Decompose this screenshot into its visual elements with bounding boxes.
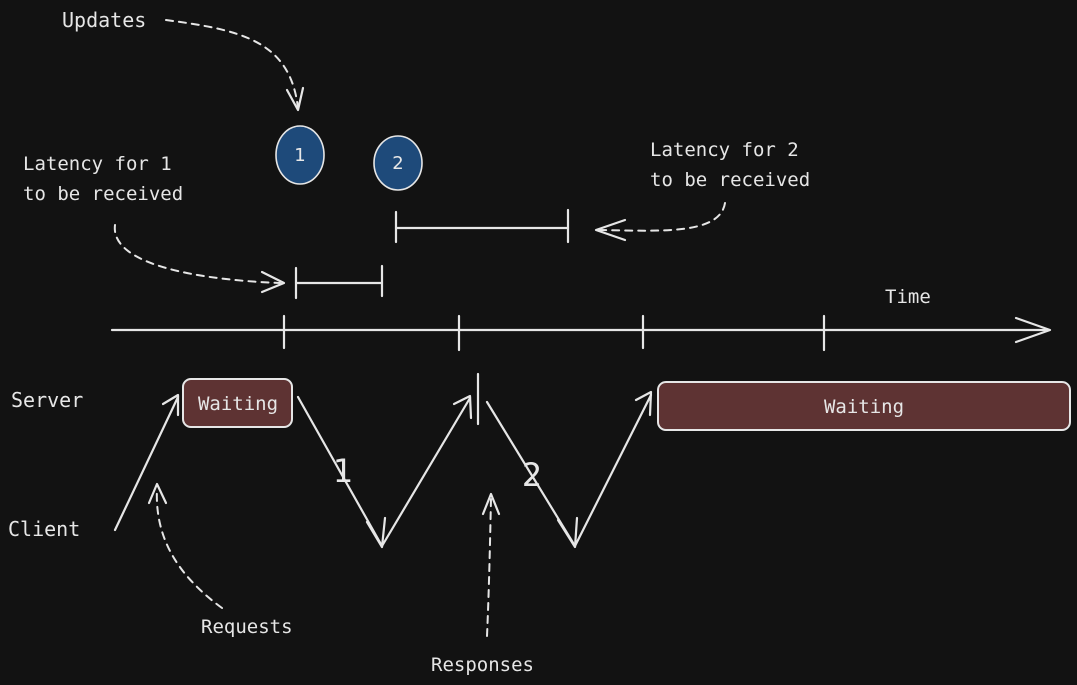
update-2-label: 2 <box>392 153 403 174</box>
message-flow <box>113 372 653 549</box>
updates-label: Updates <box>62 8 146 32</box>
request-2-arrow <box>380 396 472 548</box>
updates-arrowhead <box>285 86 305 112</box>
updates-dashed-arrow <box>165 19 299 109</box>
latency-2-arrowhead <box>594 218 627 242</box>
response-1-arrow <box>296 395 384 548</box>
server-label: Server <box>11 388 83 412</box>
latency-2-dashed-arrow <box>599 202 726 232</box>
waiting-short-label: Waiting <box>198 393 278 415</box>
update-1-label: 1 <box>294 145 305 166</box>
request-1-arrow <box>113 395 180 532</box>
update-2: 2 <box>373 135 423 191</box>
request-1-arrowhead <box>161 393 180 417</box>
latency-1-label-line1: Latency for 1 <box>23 153 172 175</box>
waiting-long-label: Waiting <box>824 396 904 418</box>
update-1: 1 <box>275 125 325 185</box>
latency-2-label-line1: Latency for 2 <box>650 139 799 161</box>
response-1-number: 1 <box>333 452 353 490</box>
request-3-arrowhead <box>634 390 653 417</box>
responses-arrowhead <box>481 492 501 516</box>
request-2-arrowhead <box>452 394 473 420</box>
latency-1-label-line2: to be received <box>23 183 183 205</box>
latency-1-arrowhead <box>260 270 286 294</box>
client-label: Client <box>8 517 80 541</box>
requests-dashed-arrow <box>155 487 223 609</box>
response-2-number: 2 <box>522 456 542 494</box>
request-3-arrow <box>573 393 653 548</box>
latency-2-label-line2: to be received <box>650 169 810 191</box>
waiting-box-long: Waiting <box>657 381 1071 431</box>
latency-2-span <box>394 208 570 244</box>
waiting-box-short: Waiting <box>182 378 293 428</box>
latency-1-span <box>294 264 384 300</box>
requests-arrowhead <box>147 482 168 505</box>
time-label: Time <box>885 286 931 308</box>
requests-label: Requests <box>201 616 293 638</box>
latency-1-dashed-arrow <box>113 224 281 284</box>
time-axis <box>110 314 1052 352</box>
responses-label: Responses <box>431 654 534 676</box>
responses-dashed-arrow <box>486 497 492 637</box>
